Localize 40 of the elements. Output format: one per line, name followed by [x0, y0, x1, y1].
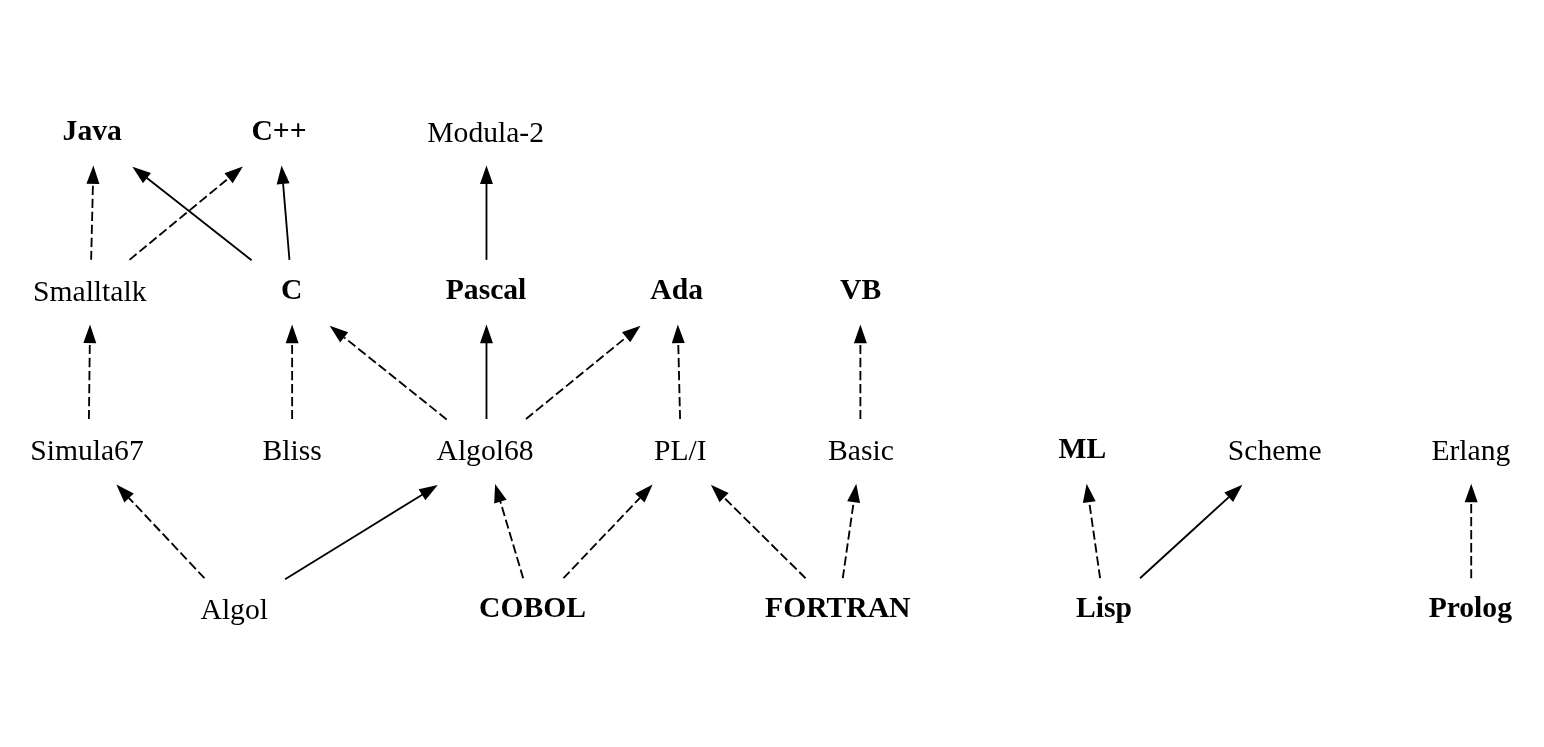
- node-text: Ada: [650, 273, 703, 306]
- arrow: [671, 324, 685, 420]
- node-text: Prolog: [1428, 591, 1512, 624]
- node-text: Java: [62, 113, 122, 146]
- arrow: [525, 325, 641, 420]
- node-text: C: [281, 273, 303, 306]
- node-text: Modula-2: [427, 115, 545, 148]
- arrow: [284, 485, 438, 581]
- arrow: [83, 324, 97, 420]
- arrow: [841, 483, 861, 580]
- node-text: ML: [1058, 432, 1107, 465]
- node-text: Simula67: [30, 434, 144, 467]
- arrow: [329, 325, 448, 421]
- node-text: PL/I: [654, 434, 707, 467]
- arrow: [480, 165, 493, 261]
- arrow: [1464, 483, 1478, 580]
- arrow: [562, 484, 653, 580]
- node-text: Algol: [200, 593, 268, 626]
- node-text: Erlang: [1431, 434, 1511, 467]
- arrow: [480, 324, 493, 420]
- arrow: [276, 165, 291, 261]
- arrow: [285, 324, 299, 420]
- node-text: Pascal: [445, 273, 527, 306]
- arrow: [853, 324, 867, 420]
- node-text: COBOL: [479, 591, 587, 624]
- node-text: C++: [251, 113, 307, 146]
- node-text: Smalltalk: [32, 274, 147, 307]
- node-text: Algol68: [436, 434, 534, 467]
- node-text: VB: [840, 273, 882, 306]
- arrow: [1082, 483, 1102, 580]
- arrow: [86, 165, 100, 261]
- arrow: [494, 483, 525, 580]
- node-text: Bliss: [262, 434, 322, 467]
- node-text: FORTRAN: [765, 591, 911, 624]
- arrow: [116, 484, 206, 580]
- arrow: [710, 484, 807, 580]
- node-text: Scheme: [1227, 434, 1322, 467]
- node-text: Basic: [827, 434, 894, 467]
- node-text: Lisp: [1076, 591, 1132, 624]
- arrow: [1139, 484, 1243, 580]
